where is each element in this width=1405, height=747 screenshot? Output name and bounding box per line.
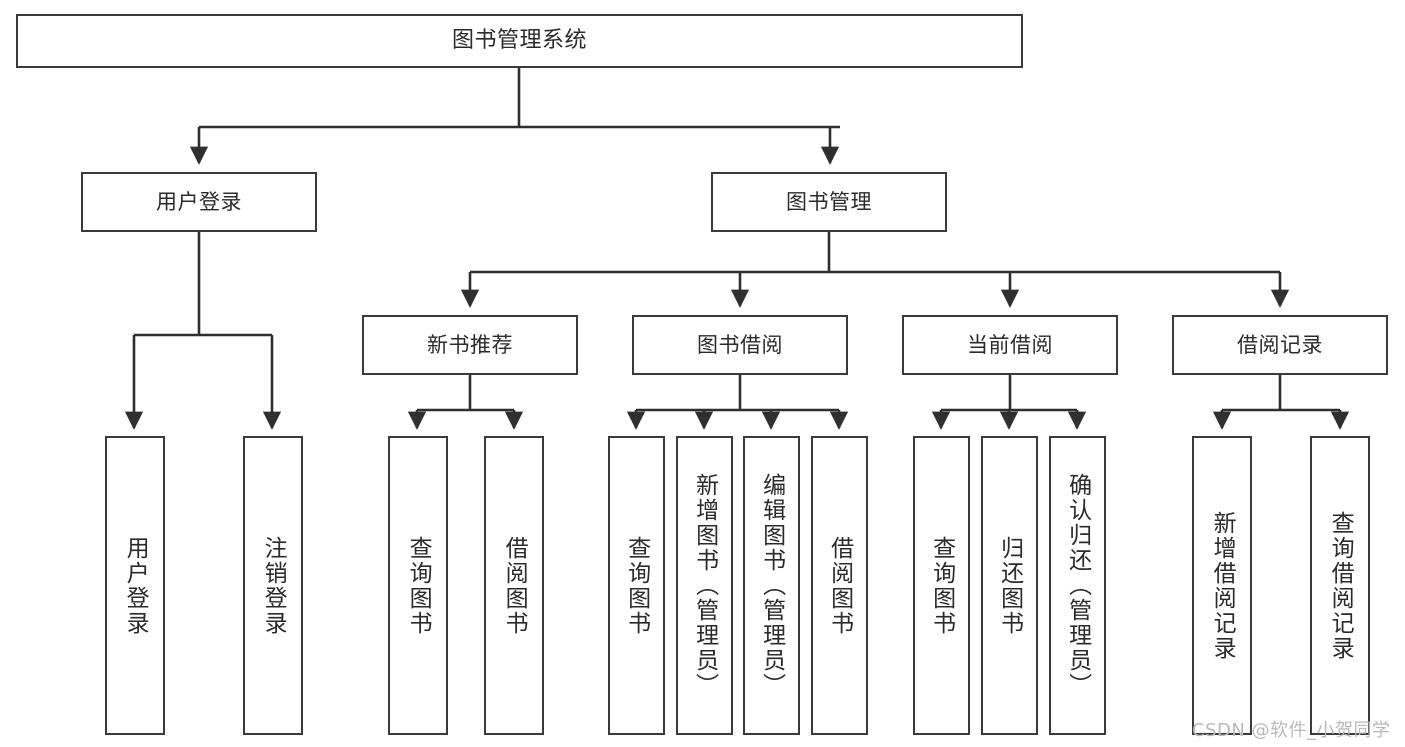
node-current-borrow-label: 当前借阅 <box>967 332 1053 357</box>
leaf-node-label: 编辑图书（管理员） <box>758 473 785 698</box>
leaf-node[interactable]: 注销登录 <box>243 436 303 735</box>
node-borrow-record[interactable]: 借阅记录 <box>1172 315 1388 375</box>
leaf-node-label: 借阅图书 <box>826 535 853 636</box>
leaf-node-label: 查询图书 <box>623 535 650 636</box>
leaf-node-label: 新增借阅记录 <box>1209 510 1236 661</box>
leaf-node[interactable]: 借阅图书 <box>484 436 544 735</box>
node-new-book-recommend[interactable]: 新书推荐 <box>362 315 578 375</box>
leaf-node-label: 注销登录 <box>260 535 287 636</box>
leaf-node[interactable]: 编辑图书（管理员） <box>743 436 800 735</box>
node-new-book-recommend-label: 新书推荐 <box>427 332 513 357</box>
leaf-node[interactable]: 查询借阅记录 <box>1310 436 1370 735</box>
leaf-node[interactable]: 用户登录 <box>105 436 165 735</box>
node-current-borrow[interactable]: 当前借阅 <box>902 315 1118 375</box>
node-book-management[interactable]: 图书管理 <box>711 172 947 232</box>
leaf-node[interactable]: 借阅图书 <box>811 436 868 735</box>
leaf-node-label: 查询图书 <box>928 535 955 636</box>
leaf-node[interactable]: 查询图书 <box>913 436 970 735</box>
leaf-node[interactable]: 查询图书 <box>608 436 665 735</box>
leaf-node-label: 确认归还（管理员） <box>1064 473 1091 698</box>
leaf-node[interactable]: 新增图书（管理员） <box>676 436 733 735</box>
leaf-node[interactable]: 查询图书 <box>388 436 448 735</box>
leaf-node[interactable]: 新增借阅记录 <box>1192 436 1252 735</box>
node-book-management-label: 图书管理 <box>786 189 872 214</box>
leaf-node-label: 新增图书（管理员） <box>691 473 718 698</box>
node-root[interactable]: 图书管理系统 <box>16 14 1023 68</box>
node-user-login-label: 用户登录 <box>156 189 242 214</box>
leaf-node-label: 查询借阅记录 <box>1327 510 1354 661</box>
leaf-node-label: 归还图书 <box>996 535 1023 636</box>
leaf-node[interactable]: 确认归还（管理员） <box>1049 436 1106 735</box>
node-book-borrow-label: 图书借阅 <box>697 332 783 357</box>
node-book-borrow[interactable]: 图书借阅 <box>632 315 848 375</box>
node-root-label: 图书管理系统 <box>451 28 587 54</box>
leaf-node-label: 借阅图书 <box>501 535 528 636</box>
csdn-watermark: CSDN @软件_小贺同学 <box>1192 720 1391 741</box>
leaf-node-label: 查询图书 <box>405 535 432 636</box>
leaf-node[interactable]: 归还图书 <box>981 436 1038 735</box>
leaf-node-label: 用户登录 <box>122 535 149 636</box>
node-user-login[interactable]: 用户登录 <box>81 172 317 232</box>
node-borrow-record-label: 借阅记录 <box>1237 332 1323 357</box>
